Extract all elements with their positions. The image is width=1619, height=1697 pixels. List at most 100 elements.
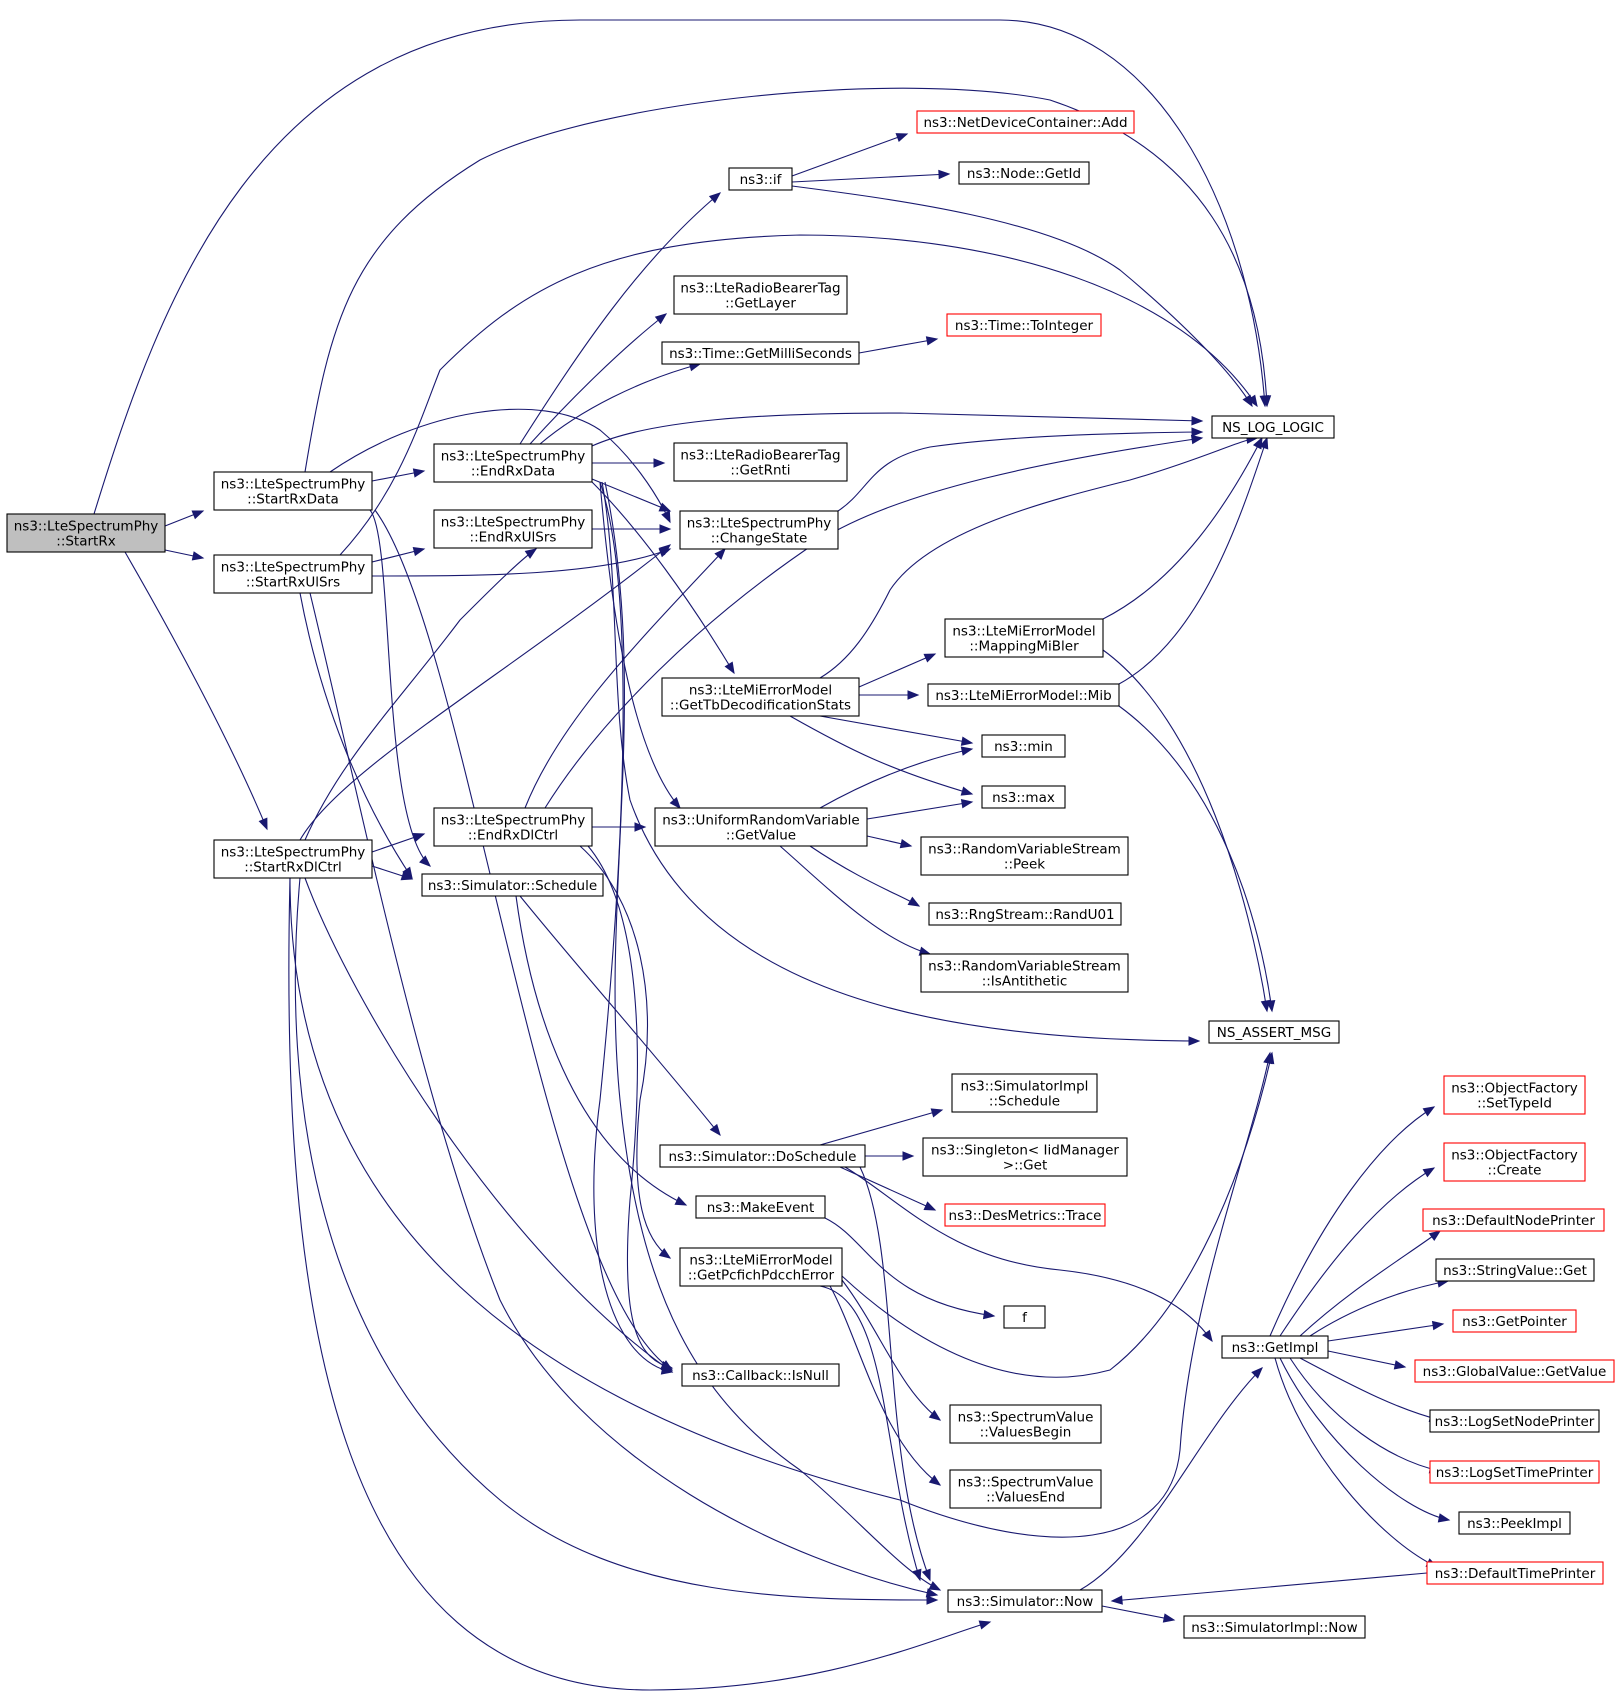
node-logSetNode[interactable]: ns3::LogSetNodePrinter <box>1429 1409 1600 1433</box>
node-box[interactable] <box>213 839 373 879</box>
node-gvGetValue[interactable]: ns3::GlobalValue::GetValue <box>1414 1359 1615 1383</box>
node-changeState[interactable]: ns3::LteSpectrumPhy::ChangeState <box>679 510 839 550</box>
node-defNodePrinter[interactable]: ns3::DefaultNodePrinter <box>1422 1208 1605 1232</box>
node-box[interactable] <box>213 554 373 594</box>
node-startRxUlSrs[interactable]: ns3::LteSpectrumPhy::StartRxUlSrs <box>213 554 373 594</box>
node-getLayer[interactable]: ns3::LteRadioBearerTag::GetLayer <box>673 275 848 315</box>
node-getRnti[interactable]: ns3::LteRadioBearerTag::GetRnti <box>673 442 848 482</box>
node-startRx[interactable]: ns3::LteSpectrumPhy::StartRx <box>6 513 166 553</box>
node-box[interactable] <box>433 807 593 847</box>
node-box[interactable] <box>728 167 793 191</box>
node-box[interactable] <box>213 471 373 511</box>
node-getTbStats[interactable]: ns3::LteMiErrorModel::GetTbDecodificatio… <box>661 677 860 717</box>
node-box[interactable] <box>920 836 1129 876</box>
node-box[interactable] <box>1003 1305 1046 1329</box>
node-box[interactable] <box>981 734 1066 758</box>
node-box[interactable] <box>947 1589 1103 1613</box>
node-box[interactable] <box>421 873 604 897</box>
node-simNow[interactable]: ns3::Simulator::Now <box>947 1589 1103 1613</box>
node-rvsPeek[interactable]: ns3::RandomVariableStream::Peek <box>920 836 1129 876</box>
node-getMilli[interactable]: ns3::Time::GetMilliSeconds <box>661 341 860 365</box>
node-desMetrics[interactable]: ns3::DesMetrics::Trace <box>944 1203 1106 1227</box>
node-box[interactable] <box>661 341 860 365</box>
node-mappingMiBler[interactable]: ns3::LteMiErrorModel::MappingMiBler <box>944 618 1104 658</box>
node-startRxData[interactable]: ns3::LteSpectrumPhy::StartRxData <box>213 471 373 511</box>
node-box[interactable] <box>679 1247 843 1287</box>
node-box[interactable] <box>1443 1075 1586 1115</box>
node-box[interactable] <box>1429 1409 1600 1433</box>
node-simSchedule[interactable]: ns3::Simulator::Schedule <box>421 873 604 897</box>
node-peekImpl[interactable]: ns3::PeekImpl <box>1458 1511 1571 1535</box>
node-box[interactable] <box>958 161 1090 185</box>
node-box[interactable] <box>951 1073 1098 1113</box>
node-box[interactable] <box>1422 1208 1605 1232</box>
node-nodeGetId[interactable]: ns3::Node::GetId <box>958 161 1090 185</box>
node-nsIf[interactable]: ns3::if <box>728 167 793 191</box>
node-box[interactable] <box>1414 1359 1615 1383</box>
node-box[interactable] <box>1426 1561 1604 1585</box>
node-box[interactable] <box>1443 1142 1586 1182</box>
node-box[interactable] <box>1221 1335 1329 1359</box>
node-endRxUlSrs[interactable]: ns3::LteSpectrumPhy::EndRxUlSrs <box>433 509 593 549</box>
node-box[interactable] <box>1429 1460 1600 1484</box>
node-makeEvent[interactable]: ns3::MakeEvent <box>695 1195 826 1219</box>
node-box[interactable] <box>661 677 860 717</box>
node-box[interactable] <box>944 618 1104 658</box>
node-box[interactable] <box>673 275 848 315</box>
node-box[interactable] <box>1211 415 1335 439</box>
node-logSetTime[interactable]: ns3::LogSetTimePrinter <box>1429 1460 1600 1484</box>
node-box[interactable] <box>1183 1615 1366 1639</box>
node-box[interactable] <box>920 953 1129 993</box>
node-doSchedule[interactable]: ns3::Simulator::DoSchedule <box>659 1144 866 1168</box>
node-box[interactable] <box>1208 1020 1340 1044</box>
node-box[interactable] <box>922 1137 1128 1177</box>
node-nsLogLogic[interactable]: NS_LOG_LOGIC <box>1211 415 1335 439</box>
node-box[interactable] <box>673 442 848 482</box>
node-isAntithetic[interactable]: ns3::RandomVariableStream::IsAntithetic <box>920 953 1129 993</box>
node-box[interactable] <box>679 510 839 550</box>
node-box[interactable] <box>433 443 593 483</box>
node-valuesEnd[interactable]: ns3::SpectrumValue::ValuesEnd <box>949 1469 1102 1509</box>
node-box[interactable] <box>981 785 1066 809</box>
node-nsMin[interactable]: ns3::min <box>981 734 1066 758</box>
node-box[interactable] <box>695 1195 826 1219</box>
node-box[interactable] <box>1458 1511 1571 1535</box>
node-simImplSchedule[interactable]: ns3::SimulatorImpl::Schedule <box>951 1073 1098 1113</box>
node-box[interactable] <box>654 807 868 847</box>
node-isNull[interactable]: ns3::Callback::IsNull <box>681 1363 840 1387</box>
node-box[interactable] <box>949 1404 1102 1444</box>
node-ofCreate[interactable]: ns3::ObjectFactory::Create <box>1443 1142 1586 1182</box>
node-box[interactable] <box>928 902 1122 926</box>
node-getPointer[interactable]: ns3::GetPointer <box>1452 1309 1577 1333</box>
node-box[interactable] <box>946 313 1102 337</box>
node-startRxDlCtrl[interactable]: ns3::LteSpectrumPhy::StartRxDlCtrl <box>213 839 373 879</box>
node-nsAssertMsg[interactable]: NS_ASSERT_MSG <box>1208 1020 1340 1044</box>
node-uniGetValue[interactable]: ns3::UniformRandomVariable::GetValue <box>654 807 868 847</box>
node-box[interactable] <box>944 1203 1106 1227</box>
node-box[interactable] <box>681 1363 840 1387</box>
node-pcfich[interactable]: ns3::LteMiErrorModel::GetPcfichPdcchErro… <box>679 1247 843 1287</box>
node-box[interactable] <box>659 1144 866 1168</box>
node-nsMax[interactable]: ns3::max <box>981 785 1066 809</box>
node-box[interactable] <box>433 509 593 549</box>
node-singletonGet[interactable]: ns3::Singleton< IidManager>::Get <box>922 1137 1128 1177</box>
node-fFunc[interactable]: f <box>1003 1305 1046 1329</box>
node-box[interactable] <box>1435 1258 1595 1282</box>
node-box[interactable] <box>1452 1309 1577 1333</box>
node-box[interactable] <box>6 513 166 553</box>
node-mib[interactable]: ns3::LteMiErrorModel::Mib <box>927 683 1120 707</box>
node-defTimePrinter[interactable]: ns3::DefaultTimePrinter <box>1426 1561 1604 1585</box>
node-endRxDlCtrl[interactable]: ns3::LteSpectrumPhy::EndRxDlCtrl <box>433 807 593 847</box>
node-box[interactable] <box>949 1469 1102 1509</box>
node-strValueGet[interactable]: ns3::StringValue::Get <box>1435 1258 1595 1282</box>
node-valuesBegin[interactable]: ns3::SpectrumValue::ValuesBegin <box>949 1404 1102 1444</box>
node-endRxData[interactable]: ns3::LteSpectrumPhy::EndRxData <box>433 443 593 483</box>
node-simImplNow[interactable]: ns3::SimulatorImpl::Now <box>1183 1615 1366 1639</box>
node-ofSetTypeId[interactable]: ns3::ObjectFactory::SetTypeId <box>1443 1075 1586 1115</box>
node-box[interactable] <box>927 683 1120 707</box>
node-toInteger[interactable]: ns3::Time::ToInteger <box>946 313 1102 337</box>
node-randU01[interactable]: ns3::RngStream::RandU01 <box>928 902 1122 926</box>
node-box[interactable] <box>916 110 1135 134</box>
node-netDevAdd[interactable]: ns3::NetDeviceContainer::Add <box>916 110 1135 134</box>
node-getImpl[interactable]: ns3::GetImpl <box>1221 1335 1329 1359</box>
